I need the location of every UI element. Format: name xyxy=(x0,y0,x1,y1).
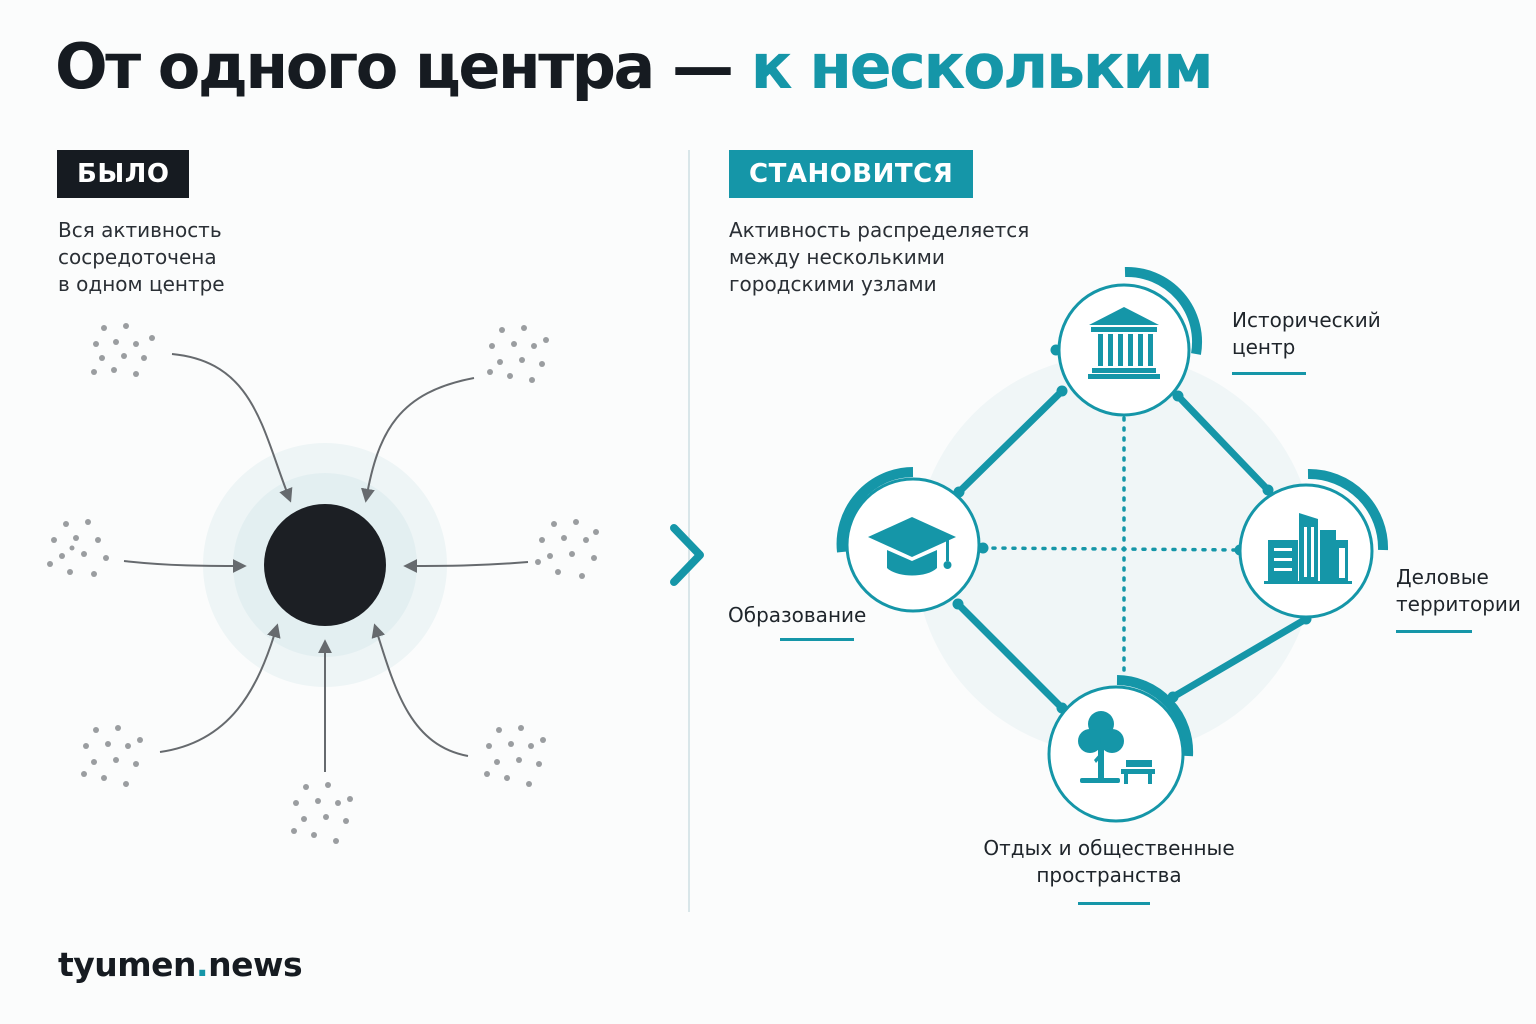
dot-cluster-bottom-right xyxy=(484,725,546,787)
label-leisure-underline xyxy=(1078,902,1150,905)
inflow-arrow-left xyxy=(123,558,247,573)
dot-cluster-bottom xyxy=(291,782,353,844)
link-business-leisure xyxy=(1169,615,1310,701)
node-leisure xyxy=(1047,675,1194,823)
dot-cluster-bottom-left xyxy=(81,725,143,787)
link-historic-education xyxy=(955,387,1066,496)
dot-cluster-top-left xyxy=(91,323,155,377)
label-historic-line-1: Исторический xyxy=(1232,308,1381,332)
museum-icon xyxy=(1088,307,1160,379)
after-description-line-2: между несколькими xyxy=(729,245,945,269)
network-diagram xyxy=(836,266,1389,823)
label-historic-line-2: центр xyxy=(1232,335,1296,359)
label-education-line-1: Образование xyxy=(728,603,867,627)
title-accent: к нескольким xyxy=(750,30,1214,103)
chevron-right-icon xyxy=(670,524,704,586)
node-historic-center xyxy=(1057,266,1203,417)
inflow-arrow-bottom-right xyxy=(371,623,469,757)
after-description-line-1: Активность распределяется xyxy=(729,218,1030,242)
after-badge: СТАНОВИТСЯ xyxy=(729,150,974,198)
label-education-underline xyxy=(780,638,854,641)
after-description-line-3: городскими узлами xyxy=(729,272,937,296)
after-description: Активность распределяется между нескольк… xyxy=(729,217,1029,298)
single-center-circle xyxy=(264,504,386,626)
label-business-line-2: территории xyxy=(1396,592,1521,616)
dotted-links xyxy=(981,416,1242,682)
dot-cluster-right xyxy=(535,519,599,579)
education-accent-arc xyxy=(836,467,914,553)
inflow-arrows xyxy=(123,353,529,773)
link-education-leisure xyxy=(954,600,1066,712)
dot-cluster-left xyxy=(47,519,109,577)
population-dot-clusters xyxy=(47,323,599,844)
historic-accent-arc xyxy=(1124,266,1203,355)
brand-name: tyumen xyxy=(58,945,197,984)
brand-suffix: news xyxy=(208,945,303,984)
before-badge: БЫЛО xyxy=(57,150,190,198)
link-joints xyxy=(952,344,1312,714)
page-title: От одного центра — к нескольким xyxy=(55,30,1214,103)
inflow-arrow-right xyxy=(403,558,529,573)
label-business-underline xyxy=(1396,630,1472,633)
single-center-diagram xyxy=(47,323,599,844)
label-historic-center: Исторический центр xyxy=(1232,307,1381,361)
graduation-cap-icon xyxy=(868,517,956,576)
network-background xyxy=(915,355,1315,755)
label-leisure: Отдых и общественные пространства xyxy=(959,835,1259,889)
solid-links xyxy=(954,387,1310,712)
office-buildings-icon xyxy=(1264,513,1352,584)
brand-logo: tyumen.news xyxy=(58,945,303,984)
label-historic-underline xyxy=(1232,372,1306,375)
before-description-line-1: Вся активность xyxy=(58,218,222,242)
label-business: Деловые территории xyxy=(1396,564,1521,618)
label-business-line-1: Деловые xyxy=(1396,565,1489,589)
label-leisure-line-1: Отдых и общественные xyxy=(983,836,1235,860)
dot-cluster-top-right xyxy=(487,325,549,383)
label-leisure-line-2: пространства xyxy=(1036,863,1182,887)
inflow-arrow-top-left xyxy=(171,353,293,503)
brand-dot: . xyxy=(196,945,209,984)
before-description-line-3: в одном центре xyxy=(58,272,225,296)
before-description: Вся активность сосредоточена в одном цен… xyxy=(58,217,225,298)
dotted-link-horizontal xyxy=(981,546,1242,552)
business-accent-arc xyxy=(1307,468,1389,551)
column-divider xyxy=(688,150,690,912)
title-main: От одного центра — xyxy=(55,30,751,103)
tree-and-bench-icon xyxy=(1078,711,1155,784)
link-historic-business xyxy=(1174,392,1272,494)
node-business xyxy=(1238,468,1389,619)
leisure-accent-arc xyxy=(1116,675,1194,757)
label-education: Образование xyxy=(728,602,866,629)
inflow-arrow-top-right xyxy=(360,377,475,503)
node-education xyxy=(836,467,981,613)
inflow-arrow-bottom-left xyxy=(159,623,281,753)
before-description-line-2: сосредоточена xyxy=(58,245,217,269)
